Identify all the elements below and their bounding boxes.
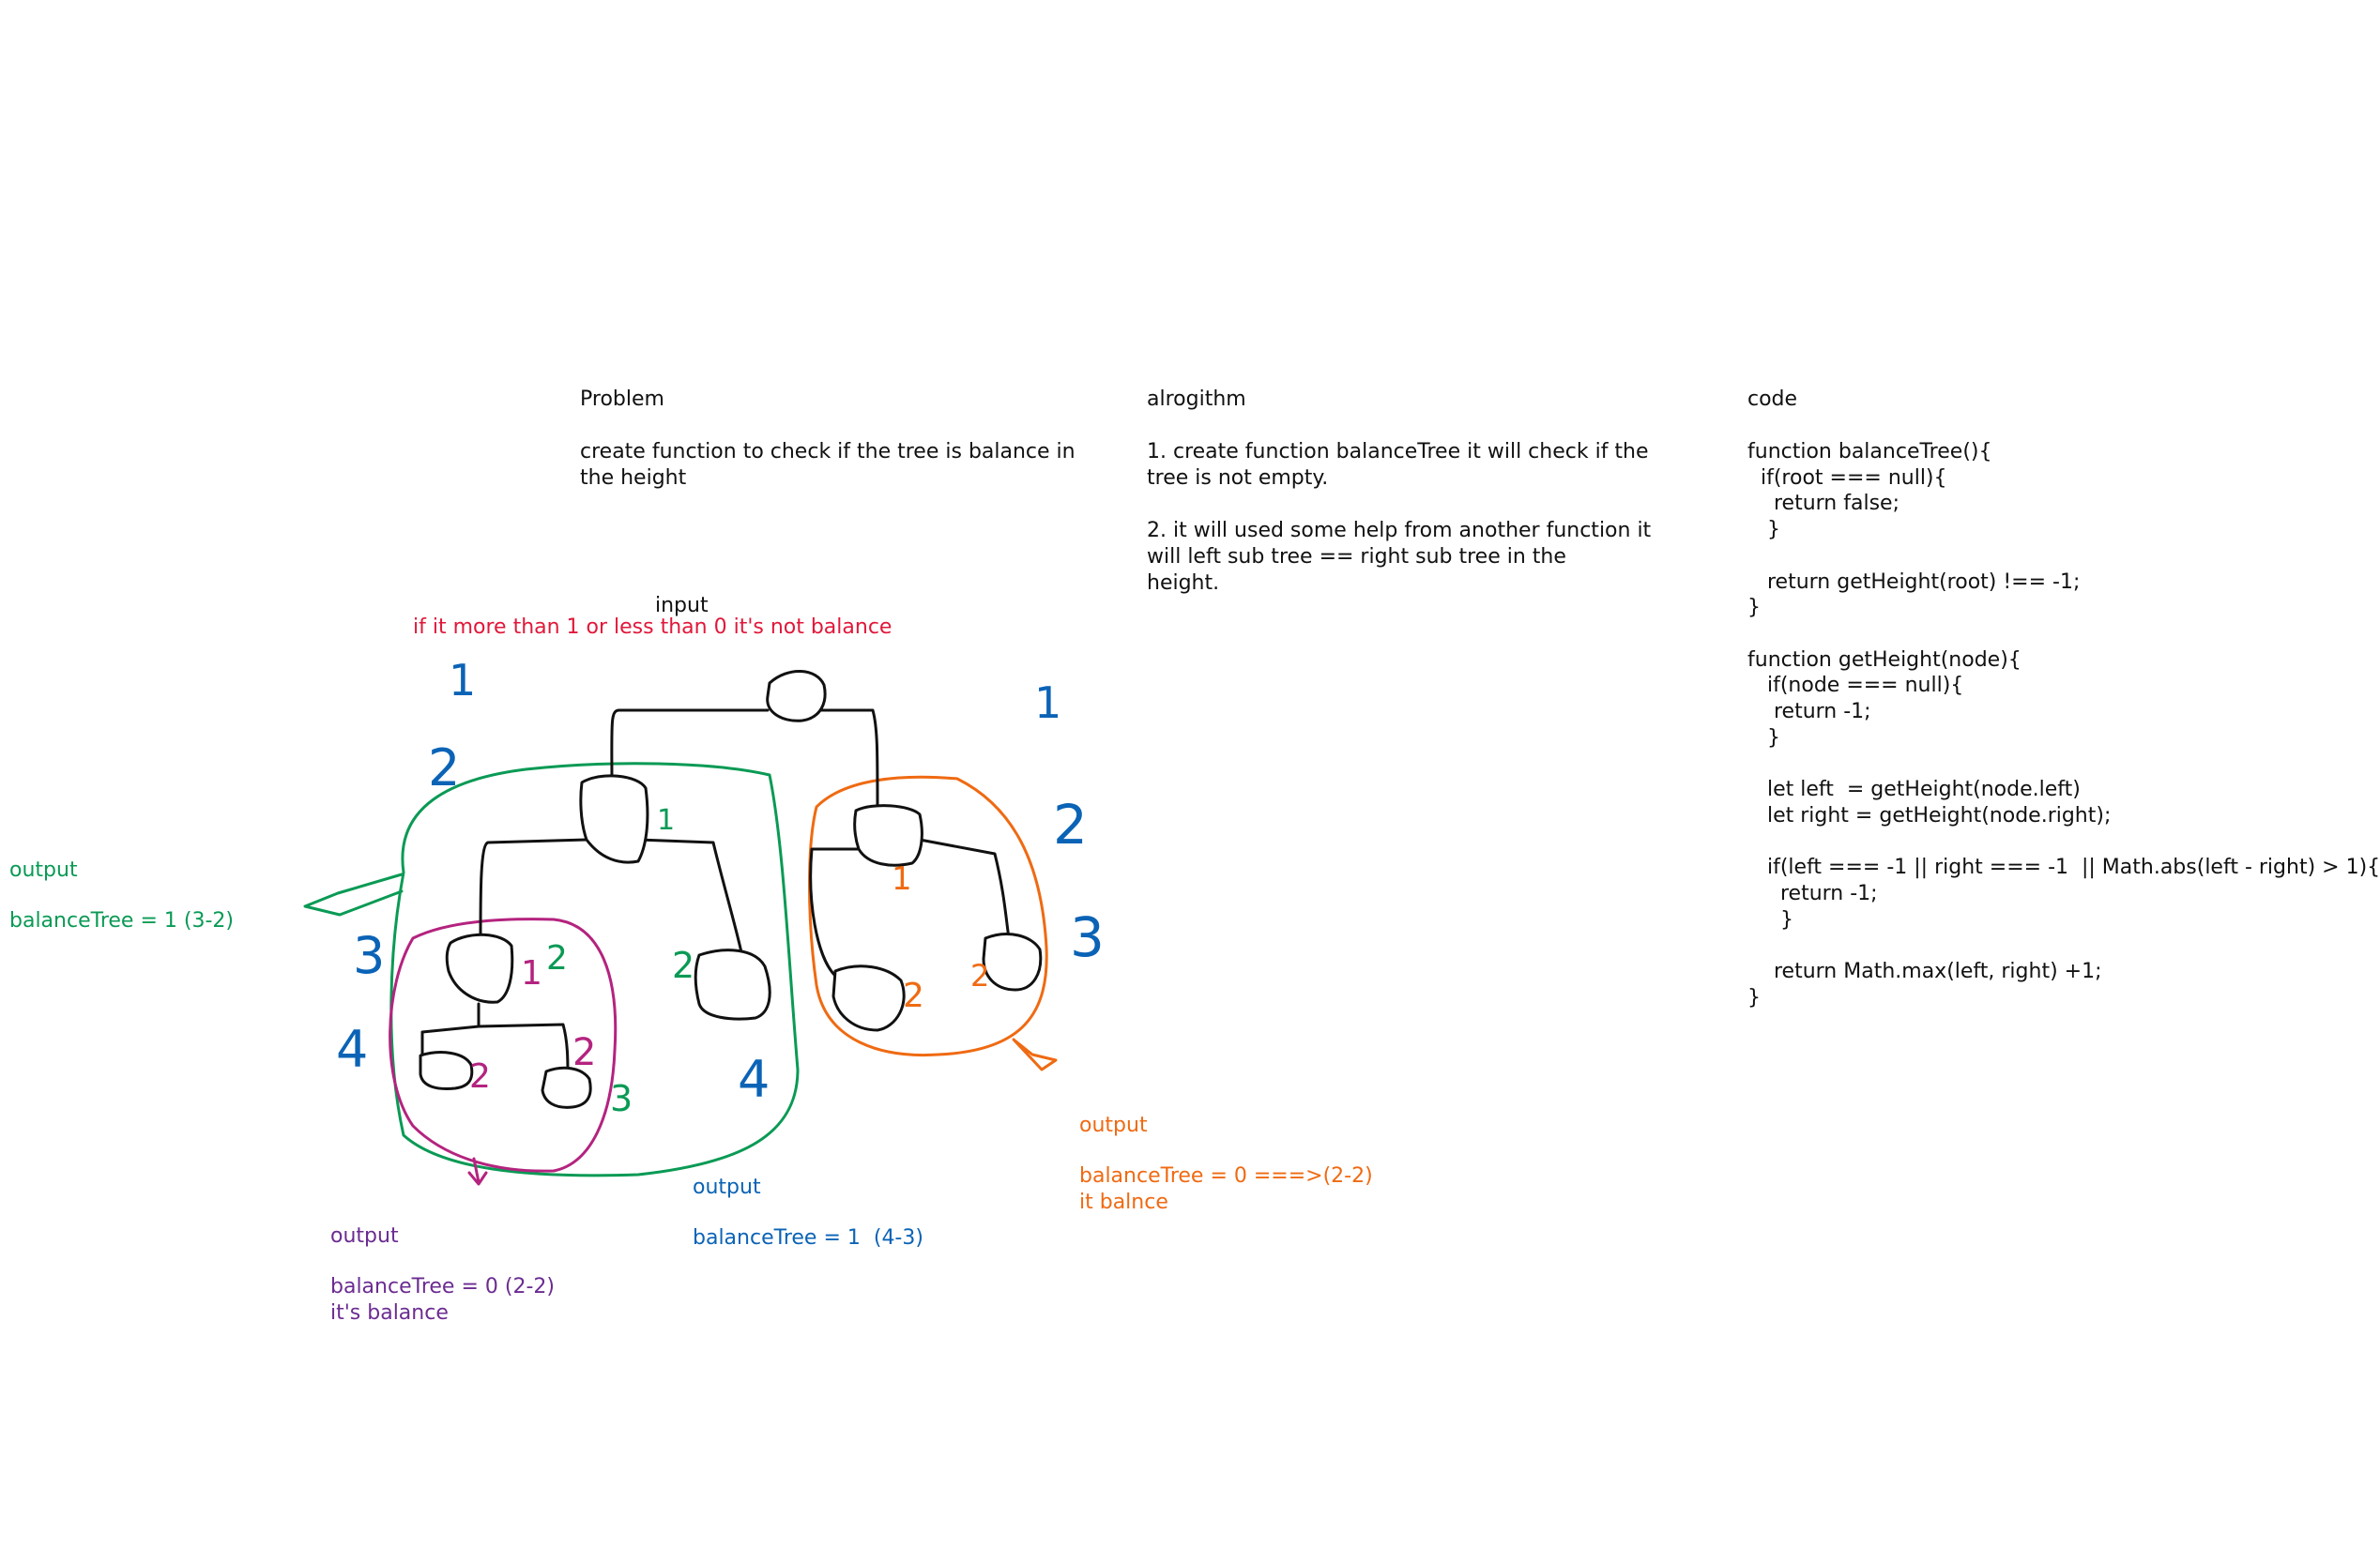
- output-blue-value: balanceTree = 1 (4-3): [693, 1226, 923, 1250]
- edge-left-leftchild: [479, 838, 588, 940]
- node-right: [853, 804, 923, 867]
- code-heading: code: [1747, 387, 1798, 411]
- node-llr: [541, 1066, 592, 1109]
- left-child-count: 1: [657, 804, 676, 837]
- algorithm-step-2: 2. it will used some help from another f…: [1147, 519, 1652, 595]
- problem-heading: Problem: [580, 387, 664, 411]
- node-lr: [694, 949, 771, 1021]
- input-label: input: [655, 594, 709, 617]
- problem-text: create function to check if the tree is …: [580, 440, 1076, 490]
- level-3-left: 3: [353, 926, 386, 985]
- orange-subtree-outline: [808, 775, 1048, 1057]
- node-rl: [831, 964, 906, 1032]
- orange-2b: 2: [970, 958, 990, 994]
- level-1-right: 1: [1034, 677, 1062, 728]
- output-green-label: output: [9, 858, 78, 882]
- orange-1: 1: [892, 860, 912, 898]
- output-purple-value: balanceTree = 0 (2-2) it's balance: [330, 1275, 555, 1325]
- purple-2a: 2: [469, 1057, 491, 1096]
- node-root: [766, 670, 827, 722]
- purple-arrow: [467, 1157, 488, 1186]
- green-3: 3: [610, 1078, 633, 1119]
- level-2-left: 2: [428, 738, 461, 797]
- node-left: [579, 774, 649, 864]
- green-arrow: [303, 873, 404, 917]
- output-orange-label: output: [1079, 1114, 1148, 1137]
- code-block: function balanceTree(){ if(root === null…: [1747, 440, 2380, 1010]
- edge-root-right: [819, 708, 879, 813]
- purple-subtree-outline: [389, 918, 618, 1173]
- edge-root-left: [610, 708, 770, 790]
- green-subtree-outline: [389, 762, 800, 1177]
- algorithm-heading: alrogithm: [1147, 387, 1246, 411]
- level-2-right: 2: [1053, 793, 1088, 857]
- output-blue-label: output: [693, 1176, 761, 1199]
- node-lll: [419, 1051, 474, 1090]
- purple-1: 1: [521, 954, 542, 993]
- edge-left-rightchild: [636, 838, 743, 954]
- level-3-right: 3: [1070, 905, 1105, 969]
- input-note: if it more than 1 or less than 0 it's no…: [413, 615, 892, 639]
- node-rr: [982, 933, 1043, 992]
- green-2b: 2: [546, 939, 568, 978]
- edge-right-children: [809, 838, 1011, 978]
- orange-arrow: [1012, 1038, 1058, 1071]
- orange-2a: 2: [903, 977, 924, 1015]
- green-2: 2: [672, 945, 695, 986]
- node-ll: [445, 933, 514, 1004]
- purple-2b: 2: [572, 1031, 597, 1074]
- level-1-left: 1: [449, 655, 477, 706]
- algorithm-step-1: 1. create function balanceTree it will c…: [1147, 440, 1649, 490]
- blue-4: 4: [738, 1050, 770, 1109]
- output-purple-label: output: [330, 1224, 399, 1248]
- output-green-value: balanceTree = 1 (3-2): [9, 909, 234, 933]
- output-orange-value: balanceTree = 0 ===>(2-2) it balnce: [1079, 1164, 1373, 1214]
- level-4-left: 4: [336, 1020, 369, 1079]
